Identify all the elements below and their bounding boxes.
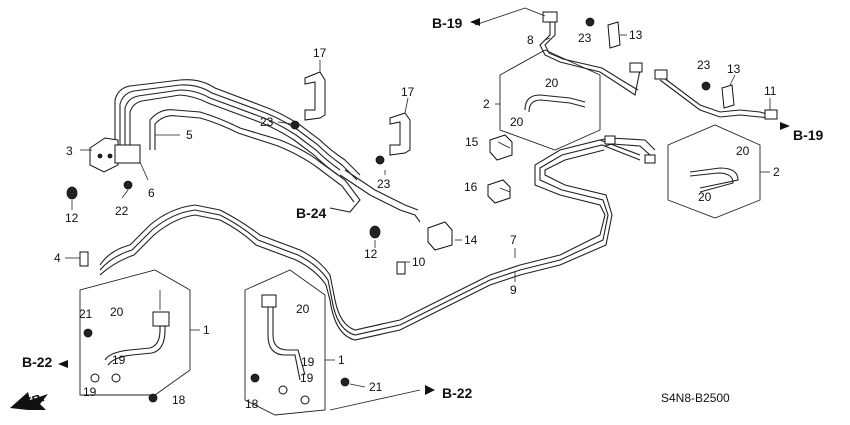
proportioning-valve	[89, 137, 141, 173]
label-23: 23	[260, 115, 274, 129]
bolt-icon	[585, 17, 595, 27]
ref-b22-right: B-22	[442, 385, 473, 401]
label-20: 20	[296, 302, 310, 316]
label-18: 18	[245, 397, 259, 411]
rear-brake-pipes	[99, 137, 656, 341]
bolt-icon	[701, 81, 711, 91]
reference-arrows	[10, 18, 790, 410]
junction-block-icon	[427, 221, 453, 251]
bolt-icon	[290, 120, 300, 130]
label-7: 7	[510, 233, 517, 247]
label-12: 12	[364, 247, 378, 261]
label-23: 23	[697, 58, 711, 72]
label-15: 15	[465, 135, 479, 149]
label-5: 5	[186, 128, 193, 142]
hose-box-top-right	[499, 49, 601, 151]
joint-icon	[79, 251, 89, 267]
bolt-icon	[340, 377, 350, 387]
label-17: 17	[401, 85, 415, 99]
washer-icon	[300, 395, 310, 405]
main-brake-pipes	[114, 79, 421, 223]
diagram-code: S4N8-B2500	[661, 391, 730, 405]
arrow-left-icon	[58, 360, 68, 368]
arrow-right-icon	[425, 385, 435, 395]
label-1: 1	[338, 353, 345, 367]
bolt-icon	[83, 328, 93, 338]
arrow-right-icon	[780, 122, 790, 130]
hose-box-middle	[244, 269, 326, 416]
clip-icon	[489, 134, 513, 161]
label-12: 12	[65, 211, 79, 225]
label-13: 13	[727, 62, 741, 76]
grommet-icon	[369, 225, 381, 239]
hose-box-left	[79, 269, 191, 403]
label-4: 4	[54, 251, 61, 265]
washer-icon	[90, 373, 100, 383]
hose-box-lower-right	[667, 124, 761, 219]
label-21: 21	[79, 307, 93, 321]
front-arrow-icon	[10, 392, 48, 410]
clip-icon	[487, 179, 511, 204]
bolt-icon	[123, 180, 133, 190]
label-9: 9	[510, 283, 517, 297]
label-8: 8	[527, 33, 534, 47]
front-label: FR.	[23, 390, 46, 410]
grommet-icon	[66, 186, 78, 200]
label-23: 23	[377, 177, 391, 191]
label-19: 19	[300, 371, 314, 385]
clamp-icon	[721, 84, 735, 109]
hose-fitting-icon	[261, 294, 277, 308]
bolt-icon	[148, 393, 158, 403]
bolt-icon	[250, 373, 260, 383]
leader-lines	[65, 7, 771, 411]
label-16: 16	[464, 180, 478, 194]
label-2: 2	[773, 165, 780, 179]
label-17: 17	[313, 46, 327, 60]
label-20: 20	[510, 115, 524, 129]
label-23: 23	[578, 31, 592, 45]
washer-icon	[111, 373, 121, 383]
hose-fitting-icon	[152, 311, 170, 327]
label-13: 13	[629, 28, 643, 42]
label-19: 19	[83, 385, 97, 399]
label-21: 21	[369, 380, 383, 394]
label-22: 22	[115, 204, 129, 218]
label-20: 20	[110, 305, 124, 319]
label-6: 6	[148, 186, 155, 200]
label-10: 10	[412, 255, 426, 269]
label-11: 11	[764, 84, 777, 98]
clamp-icon	[607, 21, 621, 49]
label-18: 18	[172, 393, 186, 407]
ref-b19-right: B-19	[793, 127, 824, 143]
pipe-clip-brackets	[304, 71, 411, 156]
ref-b19-top: B-19	[432, 15, 463, 31]
callout-labels: 1 1 2 2 3 4 5 6 7 8 9 10 11 12 12 13 13 …	[54, 28, 780, 411]
label-19: 19	[112, 353, 126, 367]
ref-b24: B-24	[296, 205, 327, 221]
label-20: 20	[736, 144, 750, 158]
label-20: 20	[698, 190, 712, 204]
label-19: 19	[301, 355, 315, 369]
misc-parts	[66, 11, 778, 387]
label-20: 20	[545, 76, 559, 90]
label-3: 3	[66, 144, 73, 158]
label-1: 1	[203, 323, 210, 337]
section-refs: B-19 B-19 B-24 B-22 B-22 FR. S4N8-B2500	[22, 15, 824, 410]
washer-icon	[278, 385, 288, 395]
label-14: 14	[464, 233, 478, 247]
arrow-left-icon	[470, 18, 480, 26]
bolt-icon	[375, 155, 385, 165]
label-2: 2	[483, 97, 490, 111]
upper-right-pipes	[539, 20, 771, 119]
ref-b22-left: B-22	[22, 354, 53, 370]
